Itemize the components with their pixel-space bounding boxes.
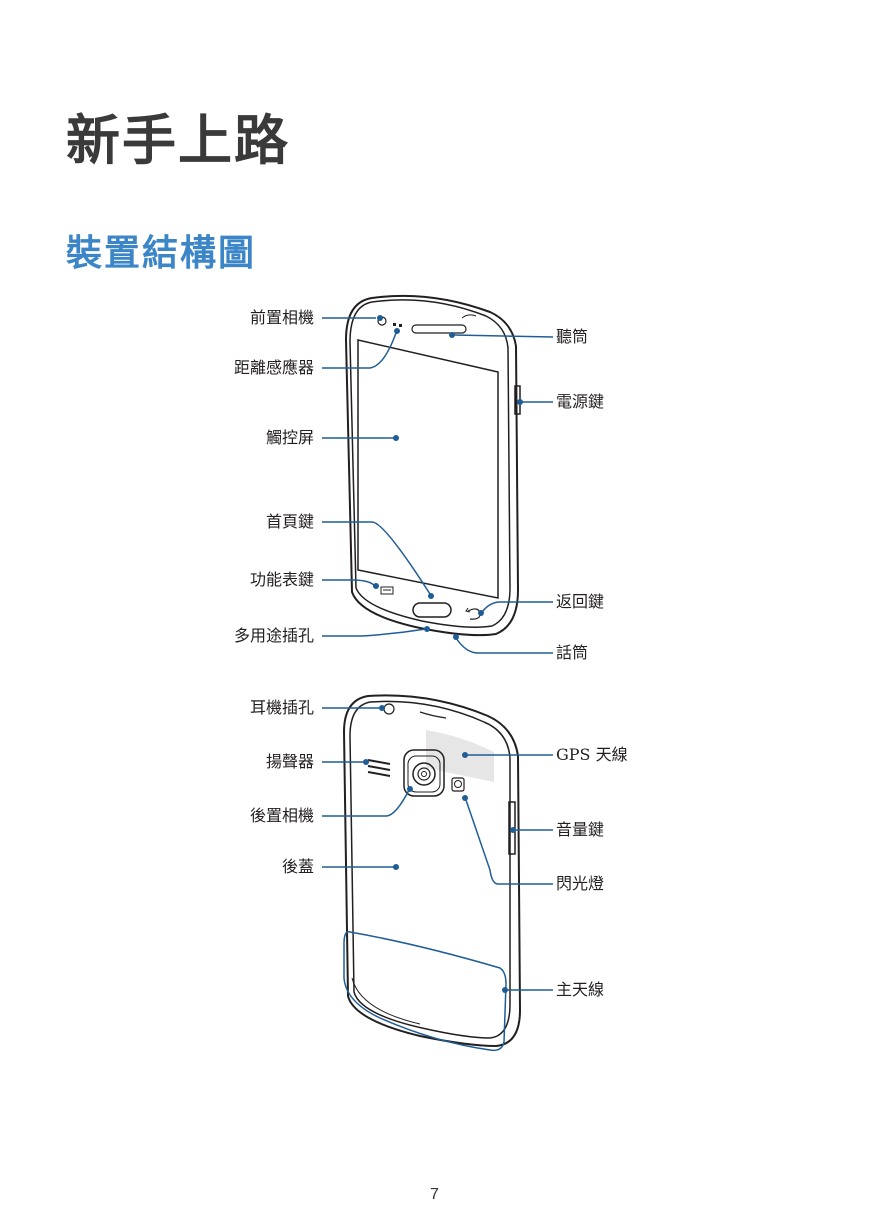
- label-back-cover: 後蓋: [281, 857, 314, 876]
- page-number: 7: [430, 1186, 439, 1203]
- chapter-title: 新手上路: [66, 109, 290, 172]
- back-phone-illustration: [342, 694, 522, 1048]
- label-earpiece: 聽筒: [556, 327, 589, 346]
- front-leader-lines: [322, 317, 554, 654]
- label-menu-key: 功能表鍵: [249, 570, 314, 589]
- section-title: 裝置結構圖: [66, 233, 257, 274]
- main-antenna-outline: [343, 931, 507, 1052]
- label-proximity-sensor: 距離感應器: [233, 358, 314, 377]
- front-leader-dots: [373, 315, 523, 640]
- label-front-camera: 前置相機: [249, 308, 314, 327]
- back-leader-lines: [322, 707, 553, 991]
- back-leader-dots: [363, 705, 516, 993]
- label-touchscreen: 觸控屏: [265, 428, 314, 447]
- label-headset-jack: 耳機插孔: [249, 698, 314, 717]
- label-gps-antenna: GPS 天線: [556, 745, 628, 764]
- label-volume-key: 音量鍵: [556, 820, 605, 839]
- label-multipurpose-jack: 多用途插孔: [233, 626, 314, 645]
- label-flash: 閃光燈: [556, 874, 605, 893]
- label-microphone: 話筒: [556, 643, 589, 662]
- label-rear-camera: 後置相機: [249, 806, 314, 825]
- label-power-key: 電源鍵: [556, 392, 605, 411]
- label-back-key: 返回鍵: [556, 592, 605, 611]
- label-home-key: 首頁鍵: [265, 512, 314, 531]
- label-speaker: 揚聲器: [265, 752, 314, 771]
- label-main-antenna: 主天線: [556, 980, 605, 999]
